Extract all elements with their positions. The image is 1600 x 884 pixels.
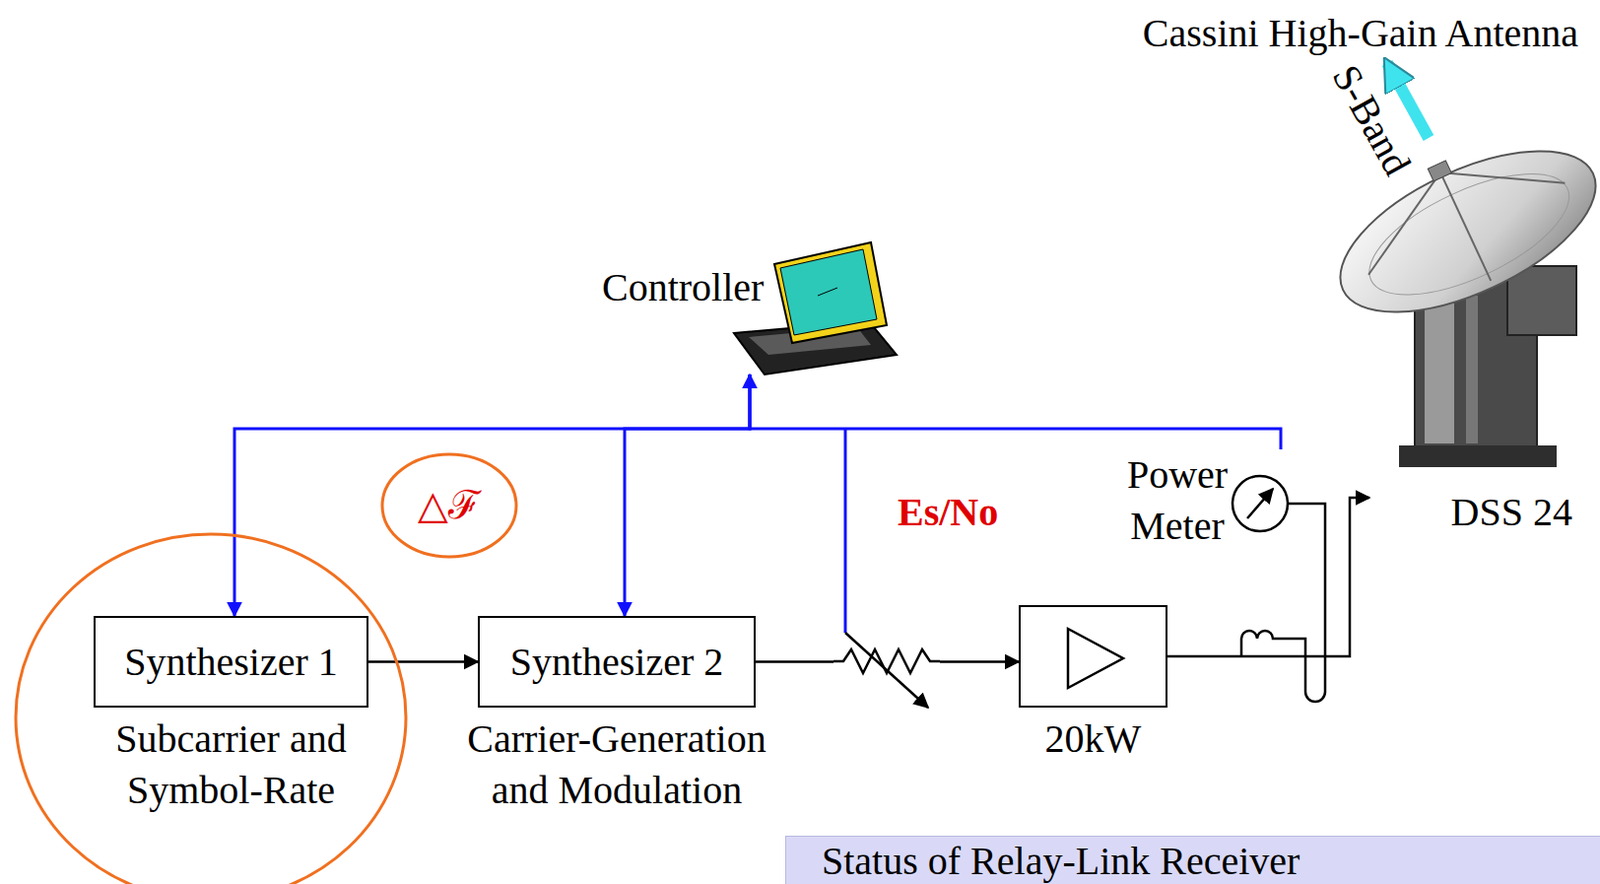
status-banner: Status of Relay-Link Receiver [785, 835, 1600, 884]
attenuator-arrow [845, 632, 929, 708]
es-no-label: Es/No [897, 488, 999, 536]
synthesizer-box: Synthesizer 2Carrier-Generation and Modu… [477, 615, 756, 708]
caption-text: Subcarrier and Symbol-Rate [108, 713, 355, 816]
amplifier-symbol [1020, 606, 1166, 706]
attenuator-ground [833, 642, 940, 680]
meter-needle [1247, 488, 1273, 519]
delta-frequency: △ℱ [417, 481, 481, 530]
node-text: Power Meter [1119, 449, 1236, 552]
controller-node: Controller [596, 258, 912, 375]
node-text: Controller [601, 262, 764, 314]
signal-connector [749, 374, 1281, 450]
highlight-circle [15, 533, 406, 884]
node-text: DSS 24 [1451, 486, 1573, 538]
node-text: Synthesizer 1 [124, 636, 338, 688]
amplifier-box: 20kW [1018, 604, 1168, 708]
control-line [844, 428, 848, 633]
ground-antenna: DSS 24 [1369, 137, 1595, 542]
signal-connector [624, 374, 750, 616]
antenna-label: Cassini High-Gain Antenna [1024, 7, 1587, 58]
link-label: S-Band [1323, 56, 1421, 187]
signal-connector [234, 374, 750, 616]
node-text: Status of Relay-Link Receiver [821, 840, 1300, 882]
meter-dial [1232, 475, 1288, 532]
antenna-picture [1311, 106, 1600, 467]
caption-text: Carrier-Generation and Modulation [454, 713, 780, 816]
coupler-wire [1241, 503, 1326, 702]
synthesizer-box: Synthesizer 1Subcarrier and Symbol-Rate [93, 615, 369, 708]
node-text: Synthesizer 2 [510, 636, 725, 688]
amplifier-triangle [1067, 628, 1124, 688]
caption-text: 20kW [1024, 713, 1163, 765]
signal-connector [368, 660, 478, 664]
highlight-circle [382, 454, 517, 557]
node-text: Cassini High-Gain Antenna [1142, 7, 1579, 60]
power-meter: Power Meter [1115, 449, 1293, 558]
